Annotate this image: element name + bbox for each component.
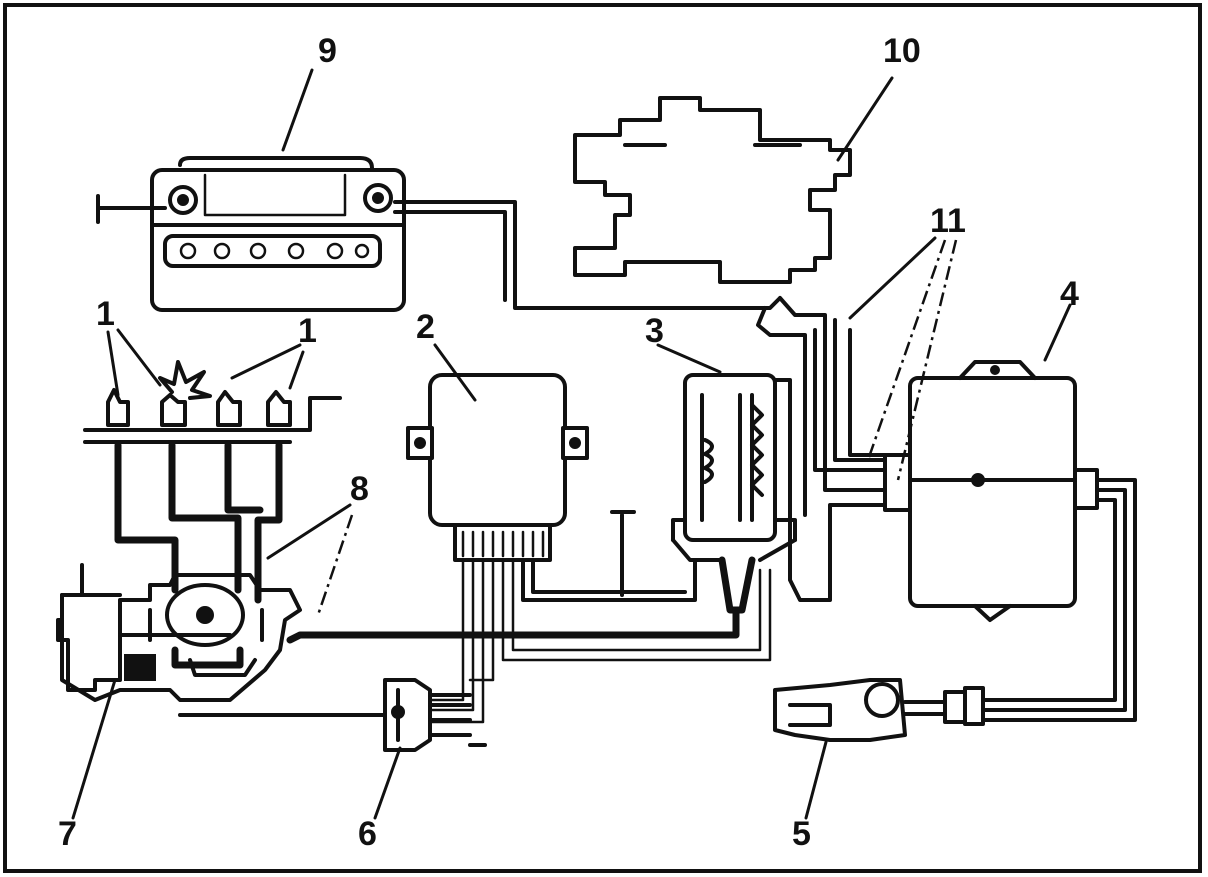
label-4: 4 (1060, 275, 1079, 313)
leader-2 (433, 343, 477, 402)
leader-1d (288, 350, 305, 390)
leader-5 (804, 740, 828, 820)
leader-4 (1043, 303, 1072, 362)
connector (383, 678, 472, 752)
leader-9 (281, 68, 314, 152)
label-10: 10 (883, 32, 921, 70)
label-7: 7 (58, 815, 77, 853)
leader-11a (848, 236, 937, 320)
leader-10 (836, 76, 894, 162)
leader-lines (71, 68, 1072, 820)
leader-1b (116, 328, 162, 387)
callout-labels: 9 10 11 4 3 2 1 1 8 7 6 5 (58, 32, 1079, 853)
border (3, 3, 1202, 873)
control-unit (406, 373, 589, 562)
label-2: 2 (416, 308, 435, 346)
wiring (114, 200, 1137, 747)
leader-1a (106, 330, 120, 397)
label-9: 9 (318, 32, 337, 70)
label-5: 5 (792, 815, 811, 853)
label-8: 8 (350, 470, 369, 508)
leader-1c (230, 343, 302, 380)
label-6: 6 (358, 815, 377, 853)
sensor (773, 678, 985, 742)
leader-11b (866, 239, 947, 461)
leader-8a (266, 503, 352, 560)
leader-6 (373, 746, 402, 820)
label-1-right: 1 (298, 312, 317, 350)
leader-3 (656, 343, 722, 374)
label-3: 3 (645, 312, 664, 350)
ignition-coil (671, 373, 797, 614)
label-11: 11 (930, 202, 966, 240)
engine-outline (573, 96, 852, 284)
leader-7 (71, 678, 117, 820)
relay-module (883, 360, 1099, 622)
battery (96, 156, 406, 312)
distributor (56, 563, 302, 702)
leader-8b (316, 514, 354, 616)
label-1-left: 1 (96, 295, 115, 333)
spark-plugs (83, 360, 342, 504)
